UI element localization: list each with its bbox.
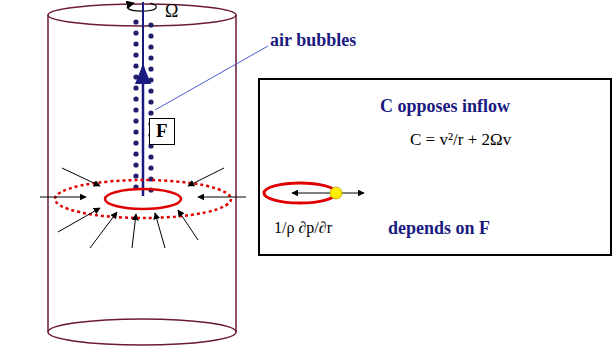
- node-text: C = v²/r + 2Ωv: [410, 130, 511, 150]
- bubble: [148, 154, 153, 159]
- force-box: F: [149, 118, 175, 145]
- dotted-ring: [55, 180, 231, 218]
- bubble: [133, 19, 138, 24]
- bubble: [148, 66, 153, 71]
- bubble: [148, 33, 153, 38]
- bubble: [133, 52, 138, 57]
- node-text: C opposes inflow: [380, 96, 510, 118]
- bubble: [133, 129, 138, 134]
- inflow-arrows: [40, 168, 246, 248]
- node-text: depends on F: [388, 218, 490, 240]
- bubble: [133, 85, 138, 90]
- bubble: [133, 118, 138, 123]
- air-bubbles: [133, 19, 153, 192]
- inset-ring: [264, 183, 364, 203]
- bubble: [133, 107, 138, 112]
- bubble: [148, 99, 153, 104]
- bubble: [148, 44, 153, 49]
- bubble: [148, 88, 153, 93]
- rotation-arrow: [127, 3, 156, 11]
- bubble: [133, 30, 138, 35]
- node-text: 1/ρ ∂p/∂r: [274, 218, 332, 237]
- bubble: [148, 110, 153, 115]
- bubble: [133, 41, 138, 46]
- bubble: [148, 22, 153, 27]
- bubble: [148, 55, 153, 60]
- explanation-box: C opposes inflow C = v²/r + 2Ωv 1/ρ ∂p/∂r d…: [258, 78, 612, 256]
- node-text: F: [156, 120, 168, 143]
- force-arrow: [142, 66, 145, 196]
- bubble: [133, 63, 138, 68]
- callout-label: air bubbles: [270, 30, 356, 52]
- bubble: [133, 162, 138, 167]
- bubble: [133, 96, 138, 101]
- vortex-ring: [105, 189, 181, 209]
- rotation-axis: [142, 2, 144, 196]
- rotation-label: Ω: [165, 1, 178, 23]
- bubble: [148, 77, 153, 82]
- leader-line: [155, 46, 268, 110]
- bubble: [133, 74, 138, 79]
- bubble: [133, 173, 138, 178]
- bubble: [148, 165, 153, 170]
- bubble: [133, 151, 138, 156]
- bubble: [133, 140, 138, 145]
